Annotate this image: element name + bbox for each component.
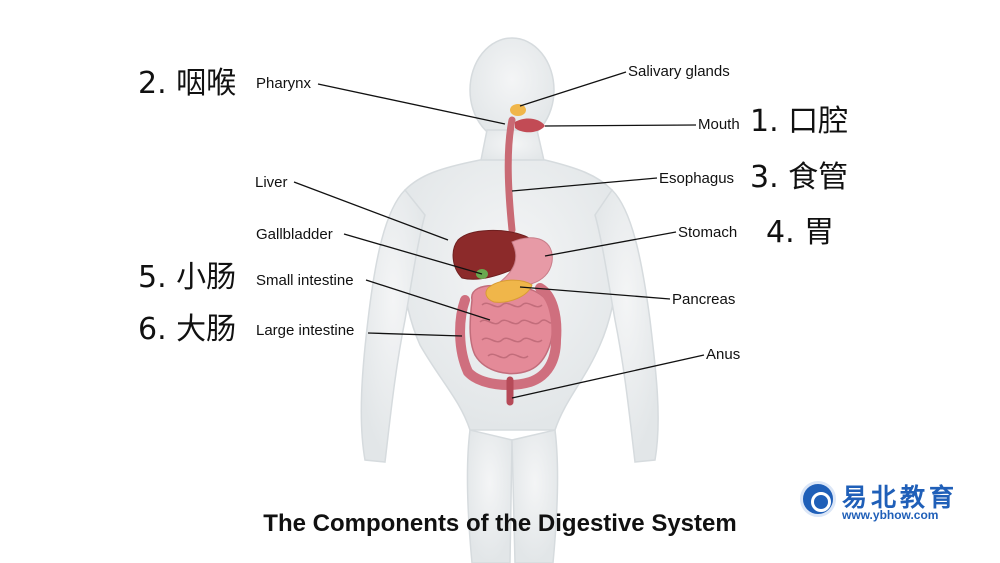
- label-gallbladder: Gallbladder: [256, 226, 333, 243]
- large-intestine-organ: [455, 283, 562, 390]
- leader-line-liver: [293, 181, 449, 241]
- label-esophagus: Esophagus: [659, 170, 735, 187]
- leader-line-small-intestine: [365, 279, 491, 321]
- leader-lines: [293, 71, 705, 399]
- salivary-gland-organ: [510, 104, 526, 116]
- label-large-intestine: Large intestine: [256, 322, 355, 339]
- zh-label-stomach: 4. 胃: [766, 215, 835, 250]
- zh-label-mouth: 1. 口腔: [750, 104, 849, 139]
- leader-line-pancreas: [519, 286, 671, 300]
- leader-line-anus: [511, 354, 705, 399]
- label-stomach: Stomach: [678, 224, 738, 241]
- label-pancreas: Pancreas: [672, 291, 736, 308]
- leader-line-mouth: [544, 124, 697, 127]
- diagram-title: The Components of the Digestive System: [263, 510, 737, 537]
- logo-name: 易北教育: [842, 483, 959, 512]
- leader-line-stomach: [544, 231, 677, 257]
- leader-line-esophagus: [511, 177, 658, 192]
- leader-line-salivary: [519, 71, 627, 107]
- leader-line-pharynx: [317, 83, 506, 125]
- zh-label-pharynx: 2. 咽喉: [138, 66, 237, 101]
- digestive-organs: [452, 104, 562, 406]
- label-pharynx: Pharynx: [256, 75, 312, 92]
- leader-line-large-intestine: [367, 332, 463, 337]
- brand-logo: 易北教育 www.ybhow.com: [800, 478, 980, 522]
- label-salivary-glands: Salivary glands: [628, 63, 730, 80]
- zh-label-small-intestine: 5. 小肠: [138, 260, 237, 295]
- label-small-intestine: Small intestine: [256, 272, 354, 289]
- zh-label-large-intestine: 6. 大肠: [138, 312, 237, 347]
- pancreas-organ: [485, 279, 533, 303]
- mouth-organ: [515, 118, 545, 133]
- stomach-organ: [499, 237, 553, 286]
- logo-mark-icon: [800, 481, 836, 517]
- label-liver: Liver: [255, 174, 288, 191]
- zh-label-esophagus: 3. 食管: [750, 160, 849, 195]
- label-mouth: Mouth: [698, 116, 740, 133]
- esophagus-organ: [504, 116, 516, 234]
- label-anus: Anus: [706, 346, 741, 363]
- logo-url: www.ybhow.com: [842, 508, 939, 522]
- leader-line-gallbladder: [343, 233, 483, 275]
